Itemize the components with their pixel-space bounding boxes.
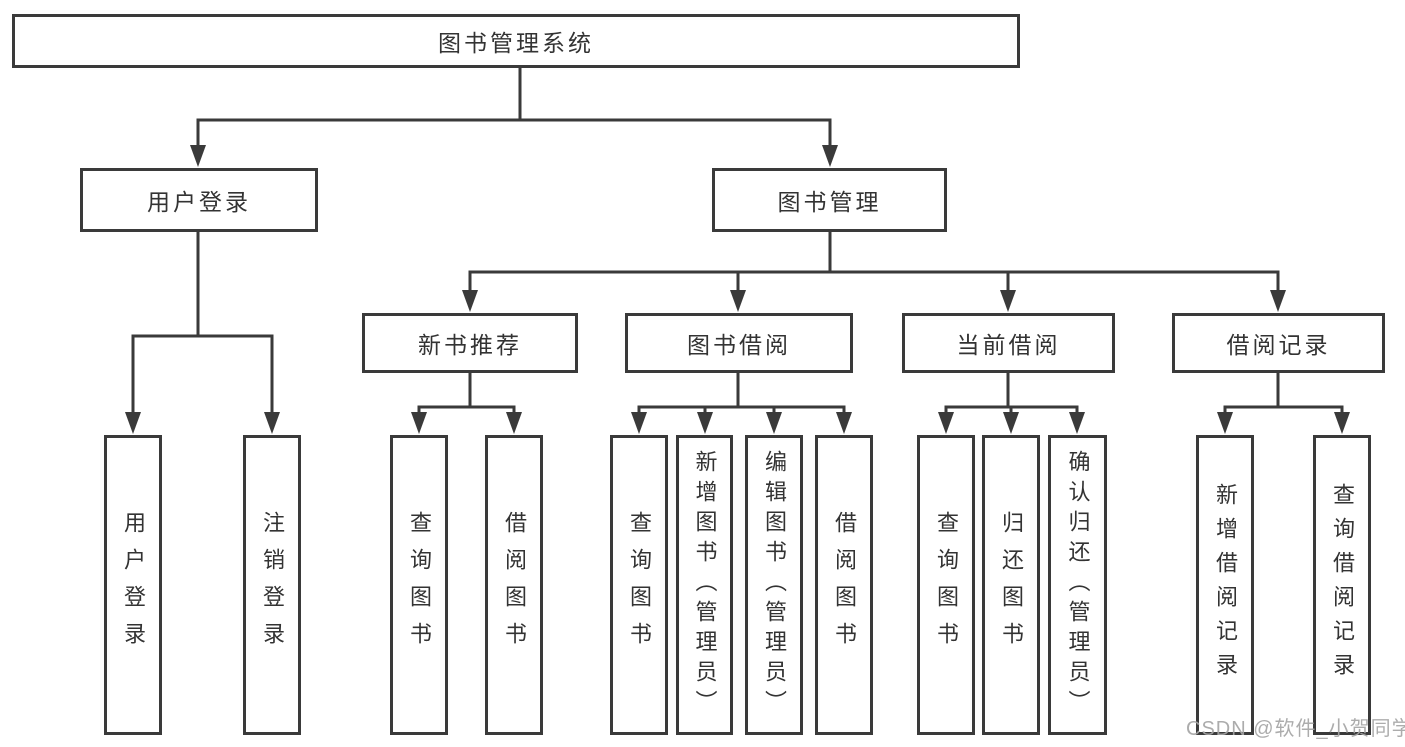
leaf-nb-borrow-books: 借阅图书: [485, 435, 543, 735]
leaf-cb-confirm-return-admin: 确认归还（管理员）: [1048, 435, 1107, 735]
connector-user-login-children: [125, 232, 280, 434]
node-root-label: 图书管理系统: [438, 30, 594, 56]
connector-book-borrowing-children: [631, 373, 852, 434]
leaf-cb-query-books: 查询图书: [917, 435, 975, 735]
leaf-bb-query-books-label: 查询图书: [627, 511, 652, 659]
node-book-management: 图书管理: [712, 168, 947, 232]
csdn-watermark: CSDN @软件_小贺同学: [1186, 718, 1405, 740]
leaf-nb-query-books: 查询图书: [390, 435, 448, 735]
connector-new-book-recommend-children: [411, 373, 522, 434]
node-borrowing-records: 借阅记录: [1172, 313, 1385, 373]
node-new-book-recommend-label: 新书推荐: [418, 332, 522, 358]
leaf-user-login-label: 用户登录: [121, 511, 146, 659]
leaf-cb-return-books-label: 归还图书: [999, 511, 1024, 659]
node-current-borrowing-label: 当前借阅: [956, 332, 1061, 358]
node-user-login-label: 用户登录: [147, 189, 251, 215]
leaf-bb-add-books-admin-label: 新增图书（管理员）: [692, 450, 718, 720]
leaf-nb-borrow-books-label: 借阅图书: [502, 511, 527, 659]
leaf-cb-return-books: 归还图书: [982, 435, 1040, 735]
connector-current-borrowing-children: [938, 373, 1085, 434]
leaf-bb-borrow-books: 借阅图书: [815, 435, 873, 735]
leaf-br-query-record: 查询借阅记录: [1313, 435, 1371, 735]
connector-book-management-children: [462, 232, 1286, 312]
node-book-borrowing-label: 图书借阅: [687, 332, 791, 358]
node-user-login: 用户登录: [80, 168, 318, 232]
leaf-user-login: 用户登录: [104, 435, 162, 735]
node-current-borrowing: 当前借阅: [902, 313, 1115, 373]
leaf-br-query-record-label: 查询借阅记录: [1330, 483, 1355, 687]
leaf-bb-query-books: 查询图书: [610, 435, 668, 735]
leaf-br-add-record: 新增借阅记录: [1196, 435, 1254, 735]
leaf-nb-query-books-label: 查询图书: [407, 511, 432, 659]
leaf-cb-confirm-return-admin-label: 确认归还（管理员）: [1065, 450, 1091, 720]
node-root: 图书管理系统: [12, 14, 1020, 68]
leaf-logout: 注销登录: [243, 435, 301, 735]
leaf-bb-borrow-books-label: 借阅图书: [832, 511, 857, 659]
connector-borrowing-records-children: [1217, 373, 1350, 434]
connector-root-to-level2: [190, 66, 838, 167]
node-new-book-recommend: 新书推荐: [362, 313, 578, 373]
leaf-cb-query-books-label: 查询图书: [934, 511, 959, 659]
leaf-bb-edit-books-admin-label: 编辑图书（管理员）: [762, 450, 787, 720]
leaf-bb-add-books-admin: 新增图书（管理员）: [676, 435, 733, 735]
node-book-management-label: 图书管理: [777, 189, 882, 215]
node-borrowing-records-label: 借阅记录: [1226, 332, 1331, 358]
node-book-borrowing: 图书借阅: [625, 313, 853, 373]
leaf-br-add-record-label: 新增借阅记录: [1213, 483, 1238, 687]
leaf-logout-label: 注销登录: [260, 511, 285, 659]
leaf-bb-edit-books-admin: 编辑图书（管理员）: [745, 435, 803, 735]
